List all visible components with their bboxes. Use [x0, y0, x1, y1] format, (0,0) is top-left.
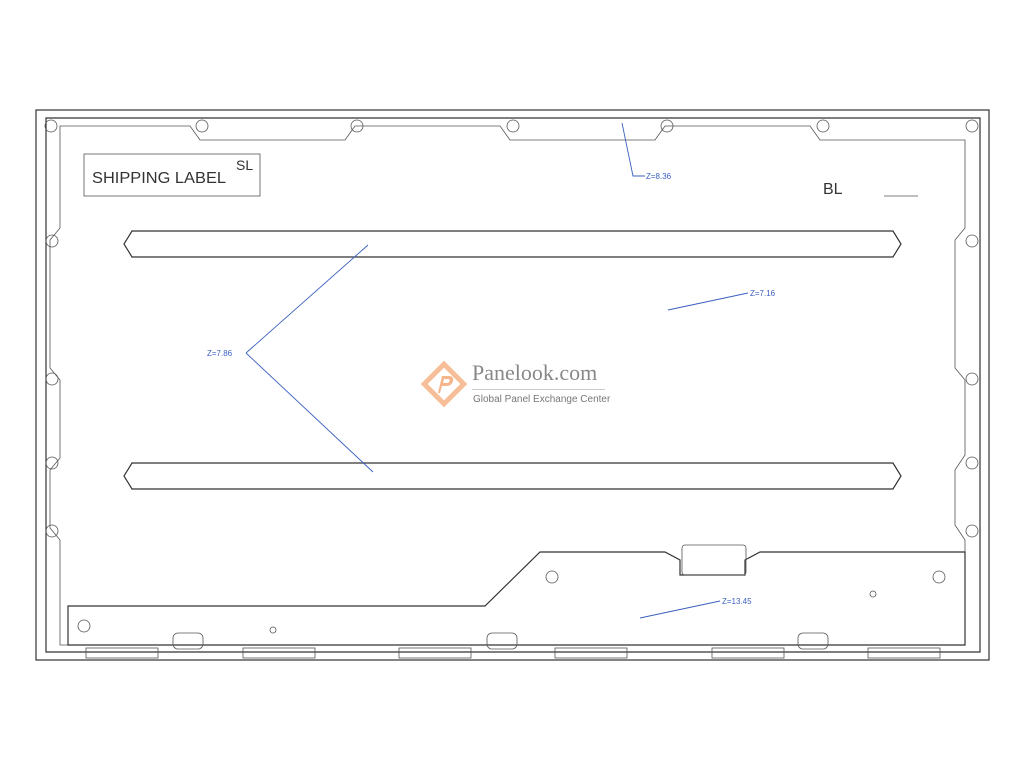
bottom-tabs — [85, 632, 941, 659]
inner-frame — [45, 117, 981, 653]
outer-frame — [35, 109, 990, 661]
svg-text:Z=7.16: Z=7.16 — [750, 289, 776, 298]
watermark: Panelook.com Global Panel Exchange Cente… — [420, 360, 620, 410]
svg-text:Z=7.86: Z=7.86 — [207, 349, 233, 358]
pcb-cover — [67, 551, 966, 646]
panelook-logo-icon — [420, 360, 468, 408]
svg-text:Z=8.36: Z=8.36 — [646, 172, 672, 181]
bl-mark: BL — [823, 181, 843, 198]
screw-holes — [44, 119, 979, 634]
shipping-label-text: SHIPPING LABEL — [92, 170, 226, 187]
watermark-title: Panelook.com — [472, 360, 598, 385]
watermark-subtitle: Global Panel Exchange Center — [473, 394, 611, 405]
lower-rib — [123, 462, 902, 490]
upper-rib — [123, 230, 902, 258]
shipping-label-box — [83, 153, 261, 197]
sl-mark: SL — [236, 157, 253, 173]
svg-text:Z=13.45: Z=13.45 — [722, 597, 752, 606]
chassis-outline — [49, 125, 966, 646]
dimension-annotations: Z=8.36 Z=7.16 Z=7.86 Z=13.45 — [207, 122, 776, 619]
